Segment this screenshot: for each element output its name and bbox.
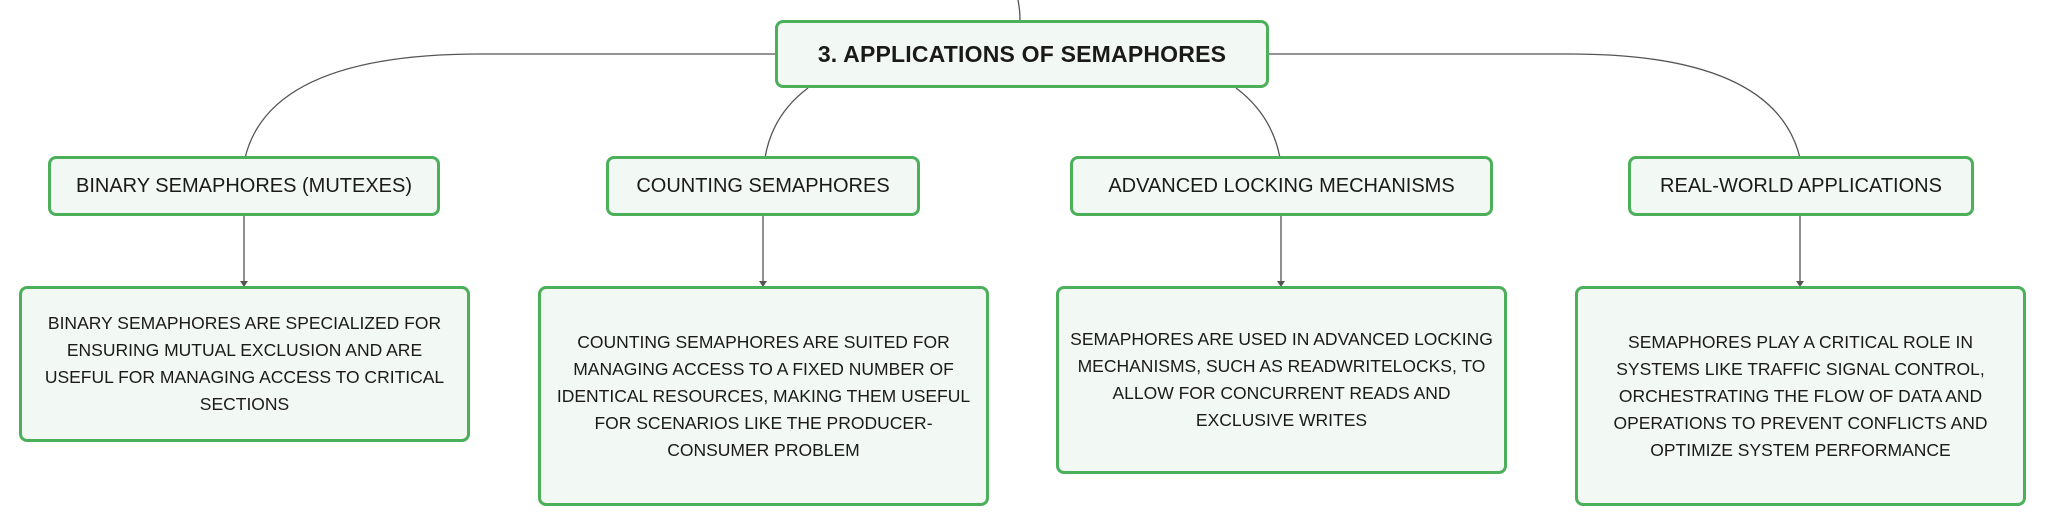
connector-root-to-topic-3 bbox=[1235, 87, 1281, 159]
root-node-title[interactable]: 3. APPLICATIONS OF SEMAPHORES bbox=[775, 20, 1269, 88]
detail-counting-semaphores[interactable]: COUNTING SEMAPHORES ARE SUITED FOR MANAG… bbox=[538, 286, 989, 506]
arrowhead-detail-1 bbox=[240, 281, 248, 287]
topic-counting-semaphores[interactable]: COUNTING SEMAPHORES bbox=[606, 156, 920, 216]
detail-advanced-locking[interactable]: SEMAPHORES ARE USED IN ADVANCED LOCKING … bbox=[1056, 286, 1507, 474]
arrowhead-detail-3 bbox=[1277, 281, 1285, 287]
arrowhead-detail-4 bbox=[1796, 281, 1804, 287]
connector-root-to-topic-4 bbox=[1269, 53, 1801, 159]
topic-binary-semaphores[interactable]: BINARY SEMAPHORES (MUTEXES) bbox=[48, 156, 440, 216]
arrowhead-detail-2 bbox=[759, 281, 767, 287]
detail-binary-semaphores[interactable]: BINARY SEMAPHORES ARE SPECIALIZED FOR EN… bbox=[19, 286, 470, 442]
detail-real-world-applications[interactable]: SEMAPHORES PLAY A CRITICAL ROLE IN SYSTE… bbox=[1575, 286, 2026, 506]
connector-root-to-topic-1 bbox=[244, 53, 775, 159]
topic-advanced-locking[interactable]: ADVANCED LOCKING MECHANISMS bbox=[1070, 156, 1493, 216]
topic-real-world-applications[interactable]: REAL-WORLD APPLICATIONS bbox=[1628, 156, 1974, 216]
connector-parent-to-root bbox=[1017, 0, 1021, 21]
connector-root-to-topic-2 bbox=[764, 87, 809, 159]
